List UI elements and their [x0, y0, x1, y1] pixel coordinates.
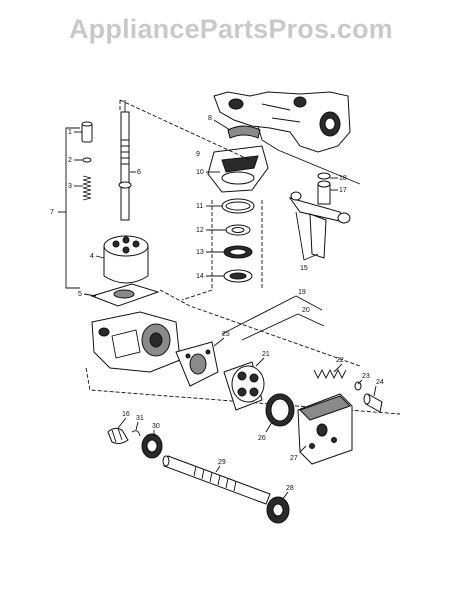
callout-6: 6	[137, 169, 141, 176]
part-spring-16	[107, 427, 129, 445]
part-ring-26	[265, 393, 295, 427]
callout-31: 31	[136, 415, 144, 422]
callout-12: 12	[196, 227, 204, 234]
callout-17: 17	[339, 187, 347, 194]
part-shaft	[118, 100, 132, 221]
callout-22: 22	[336, 357, 344, 364]
callout-10: 10	[196, 169, 204, 176]
callout-3: 3	[68, 183, 72, 190]
callout-25: 25	[222, 331, 230, 338]
callout-4: 4	[90, 253, 94, 260]
callout-11: 11	[196, 203, 203, 210]
part-rotor-block	[103, 235, 149, 284]
callout-1: 1	[68, 129, 72, 136]
part-spring-22	[313, 368, 347, 380]
callout-2: 2	[68, 157, 72, 164]
callout-28: 28	[286, 485, 294, 492]
part-valve-plate	[175, 341, 219, 387]
callout-27: 27	[290, 455, 298, 462]
part-swash-block	[207, 145, 269, 193]
part-rotor-21	[223, 361, 265, 411]
callout-19: 19	[298, 289, 306, 296]
leader-lines	[74, 119, 377, 501]
callout-23: 23	[362, 373, 370, 380]
housing-casting	[213, 91, 351, 153]
callout-8: 8	[208, 115, 212, 122]
part-15-lever	[288, 191, 351, 259]
callout-14: 14	[196, 273, 204, 280]
callout-26: 26	[258, 435, 266, 442]
part-clip-31	[131, 430, 141, 437]
part-cap	[81, 121, 93, 143]
callout-13: 13	[196, 249, 204, 256]
part-bearing-shell	[227, 125, 261, 139]
part-spring	[82, 175, 92, 201]
part-o-ring	[82, 157, 92, 163]
callout-24: 24	[376, 379, 384, 386]
callout-18: 18	[339, 175, 347, 182]
part-bearing-30	[141, 433, 163, 459]
part-18	[317, 172, 331, 180]
callout-21: 21	[262, 351, 270, 358]
callout-9: 9	[196, 151, 200, 158]
callout-16: 16	[122, 411, 130, 418]
watermark-text: AppliancePartsPros.com	[68, 14, 393, 44]
part-end-cover	[297, 393, 353, 465]
callout-5: 5	[78, 291, 82, 298]
callout-15: 15	[300, 265, 308, 272]
part-drive-shaft	[162, 455, 271, 505]
callout-30: 30	[152, 423, 160, 430]
part-plunger	[363, 393, 383, 413]
part-plate	[90, 283, 160, 307]
pump-body	[91, 311, 181, 373]
callout-29: 29	[218, 459, 226, 466]
part-o-ring-23	[354, 381, 362, 391]
callout-20: 20	[302, 307, 310, 314]
callout-labels: 1 2 3 7 6 4 5 8 9 10 11 12 13 14 18 17 1…	[50, 115, 384, 492]
part-17-pin	[317, 180, 331, 205]
callout-7: 7	[50, 209, 54, 216]
part-bearing-28	[266, 496, 290, 524]
